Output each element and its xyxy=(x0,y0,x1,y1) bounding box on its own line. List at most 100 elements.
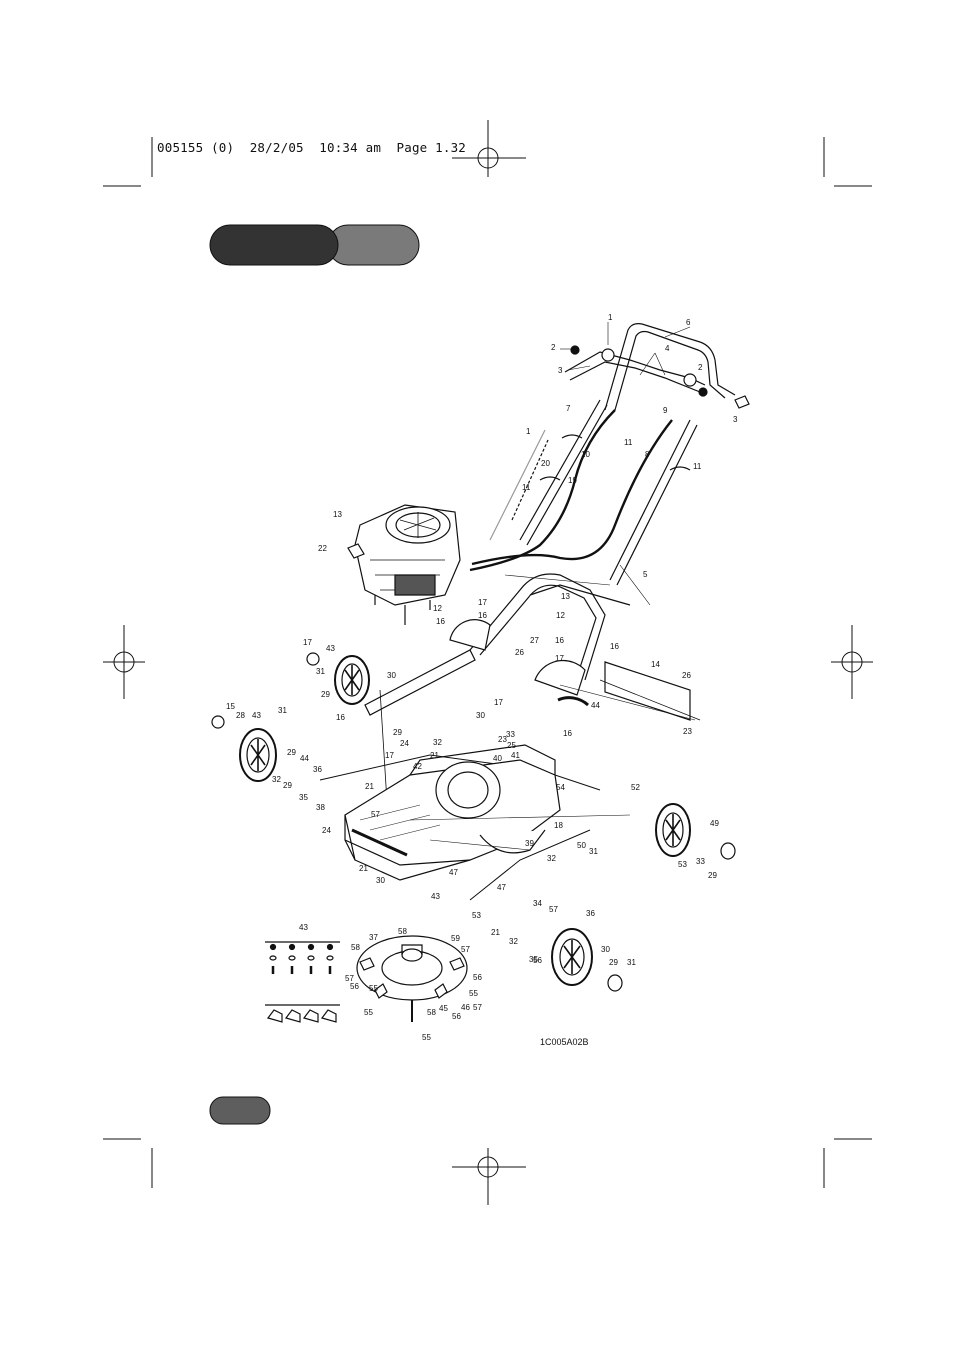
part-callout: 49 xyxy=(710,819,719,828)
exploded-parts-diagram xyxy=(211,322,750,1023)
part-callout: 16 xyxy=(555,636,564,645)
part-callout: 7 xyxy=(566,404,571,413)
part-callout: 16 xyxy=(336,713,345,722)
part-callout: 29 xyxy=(708,871,717,880)
part-callout: 28 xyxy=(236,711,245,720)
part-callout: 30 xyxy=(476,711,485,720)
part-callout: 31 xyxy=(316,667,325,676)
part-callout: 2 xyxy=(698,363,703,372)
part-callout: 29 xyxy=(283,781,292,790)
part-callout: 31 xyxy=(278,706,287,715)
part-callout: 38 xyxy=(316,803,325,812)
part-callout: 55 xyxy=(369,984,378,993)
part-callout: 47 xyxy=(449,868,458,877)
part-callout: 36 xyxy=(586,909,595,918)
registration-mark-top xyxy=(452,120,526,177)
wheel-front-right xyxy=(551,928,593,986)
section-tab-primary xyxy=(209,224,339,266)
part-callout: 56 xyxy=(473,973,482,982)
part-callout: 34 xyxy=(533,899,542,908)
part-callout: 30 xyxy=(601,945,610,954)
part-callout: 58 xyxy=(398,927,407,936)
kit-56-blades xyxy=(265,1004,340,1023)
part-callout: 18 xyxy=(554,821,563,830)
wheel-rear-right xyxy=(655,803,691,857)
part-callout: 3 xyxy=(558,366,563,375)
kit-37-bolts xyxy=(265,941,340,974)
part-callout: 55 xyxy=(422,1033,431,1042)
part-callout: 50 xyxy=(577,841,586,850)
part-callout: 52 xyxy=(631,783,640,792)
part-callout: 24 xyxy=(400,739,409,748)
part-callout: 17 xyxy=(478,598,487,607)
registration-mark-right xyxy=(831,625,873,699)
section-tab-secondary xyxy=(327,224,420,266)
part-callout: 11 xyxy=(624,438,633,447)
part-callout: 21 xyxy=(359,864,368,873)
wheel-rear-left xyxy=(334,655,370,705)
part-callout: 26 xyxy=(515,648,524,657)
part-callout: 9 xyxy=(663,406,668,415)
engine xyxy=(347,504,461,625)
part-callout: 29 xyxy=(321,690,330,699)
part-callout: 43 xyxy=(431,892,440,901)
part-callout: 4 xyxy=(665,344,670,353)
leader-lines xyxy=(409,322,696,851)
blade-disc xyxy=(356,935,468,1022)
part-callout: 36 xyxy=(313,765,322,774)
part-callout: 3 xyxy=(733,415,738,424)
part-callout: 56 xyxy=(452,1012,461,1021)
part-callout: 16 xyxy=(436,617,445,626)
part-callout: 2 xyxy=(551,343,556,352)
part-callout: 57 xyxy=(461,945,470,954)
part-callout: 32 xyxy=(433,738,442,747)
part-callout: 23 xyxy=(498,735,507,744)
crop-marks xyxy=(103,137,872,1188)
part-callout: 44 xyxy=(591,701,600,710)
part-callout: 40 xyxy=(493,754,502,763)
part-callout: 53 xyxy=(678,860,687,869)
part-callout: 17 xyxy=(385,751,394,760)
part-callout: 37 xyxy=(369,933,378,942)
part-callout: 20 xyxy=(541,459,550,468)
part-callout: 32 xyxy=(272,775,281,784)
part-callout: 17 xyxy=(494,698,503,707)
part-callout: 30 xyxy=(376,876,385,885)
part-callout: 59 xyxy=(451,934,460,943)
part-callout: 27 xyxy=(530,636,539,645)
part-callout: 53 xyxy=(472,911,481,920)
upper-handle xyxy=(564,323,750,411)
print-slug: 005155 (0) 28/2/05 10:34 am Page 1.32 xyxy=(157,140,467,155)
part-callout: 21 xyxy=(365,782,374,791)
part-callout: 47 xyxy=(497,883,506,892)
part-callout: 13 xyxy=(333,510,342,519)
part-callout: 35 xyxy=(529,955,538,964)
part-callout: 17 xyxy=(555,654,564,663)
part-callout: 6 xyxy=(686,318,691,327)
part-callout: 31 xyxy=(627,958,636,967)
part-callout: 45 xyxy=(439,1004,448,1013)
part-callout: 55 xyxy=(469,989,478,998)
rear-flap xyxy=(599,661,701,721)
cable-ties xyxy=(539,434,691,481)
part-callout: 43 xyxy=(299,923,308,932)
wheel-front-left xyxy=(239,728,277,782)
registration-mark-left xyxy=(103,625,145,699)
registration-mark-bottom xyxy=(452,1148,526,1205)
part-callout: 23 xyxy=(683,727,692,736)
part-callout: 44 xyxy=(300,754,309,763)
part-callout: 11 xyxy=(522,483,531,492)
part-callout: 14 xyxy=(651,660,660,669)
part-callout: 35 xyxy=(299,793,308,802)
part-callout: 10 xyxy=(581,450,590,459)
lower-handle-rails xyxy=(489,399,698,586)
part-callout: 58 xyxy=(351,943,360,952)
part-callout: 12 xyxy=(556,611,565,620)
part-callout: 58 xyxy=(427,1008,436,1017)
part-callout: 13 xyxy=(561,592,570,601)
part-callout: 29 xyxy=(393,728,402,737)
part-callout: 41 xyxy=(511,751,520,760)
part-callout: 22 xyxy=(318,544,327,553)
